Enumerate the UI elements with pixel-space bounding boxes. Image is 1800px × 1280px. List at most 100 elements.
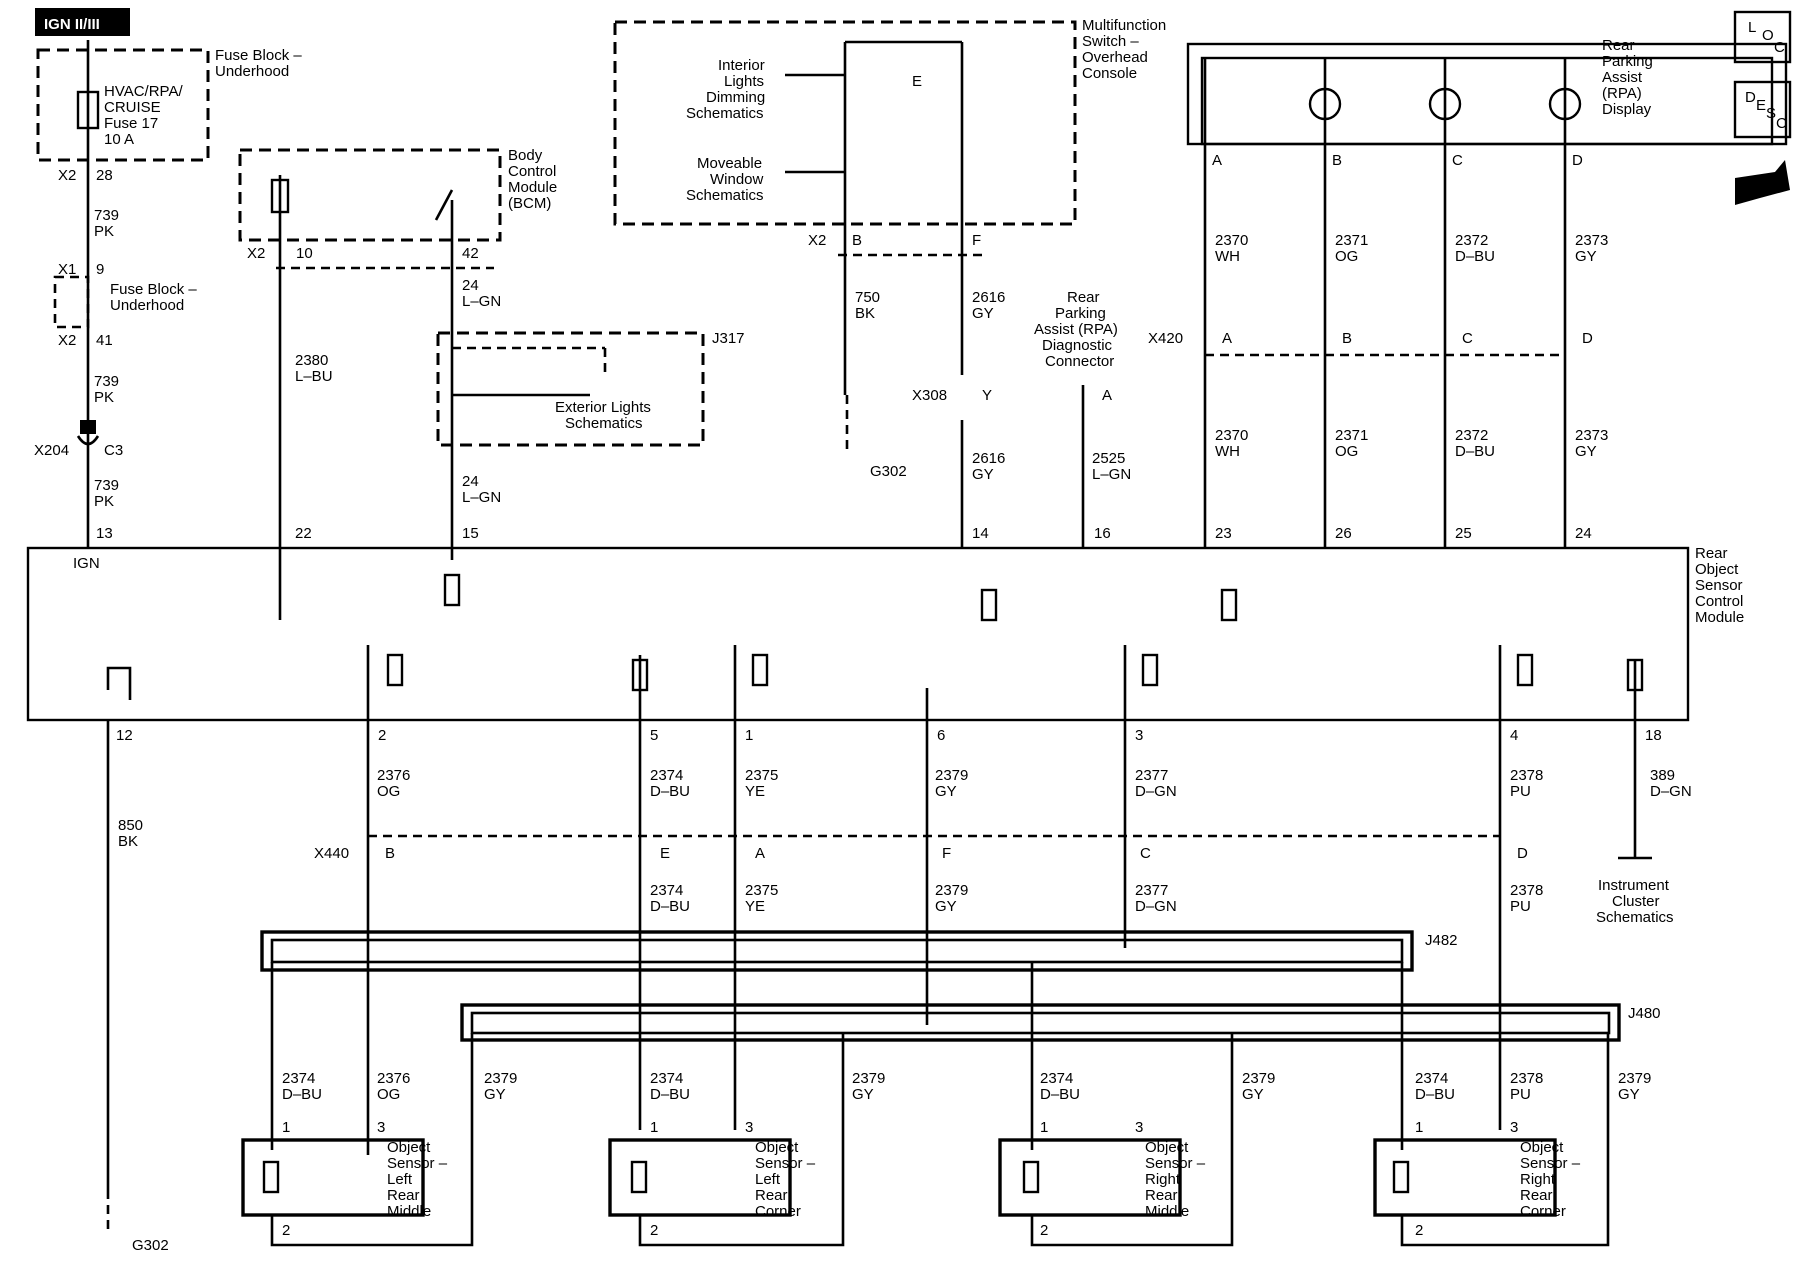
s2-color-gy: GY <box>852 1086 874 1103</box>
pin-24: 24 <box>1575 525 1592 542</box>
mfs-label-4: Console <box>1082 65 1137 82</box>
wire-color-lgn-b: L–GN <box>462 489 501 506</box>
module-resistor-5 <box>631 658 649 692</box>
bcm-switch <box>434 189 454 221</box>
wire-color-gy-2616a: GY <box>972 305 994 322</box>
pin-1: 1 <box>745 727 753 744</box>
pin-23: 23 <box>1215 525 1232 542</box>
mfs-label-3: Overhead <box>1082 49 1148 66</box>
window-1: Moveable <box>697 155 762 172</box>
fuse-block-label: Fuse Block – <box>215 47 302 64</box>
diag-3: Assist (RPA) <box>1034 321 1118 338</box>
wire-color-dgn-b: D–GN <box>1135 898 1177 915</box>
s2-color-dbu: D–BU <box>650 1086 690 1103</box>
wire-color-ye-a: YE <box>745 783 765 800</box>
instrument-1: Instrument <box>1598 877 1670 894</box>
desc-c: C <box>1776 115 1787 132</box>
s2-name-1: Object <box>755 1139 799 1156</box>
wire-label-2375-b: 2375 <box>745 882 778 899</box>
s4-color-gy: GY <box>1618 1086 1640 1103</box>
pin-26: 26 <box>1335 525 1352 542</box>
wire-label-24-a: 24 <box>462 277 479 294</box>
s4-name-4: Rear <box>1520 1187 1553 1204</box>
ground-12-internal <box>106 666 132 700</box>
bcm-label-3: Module <box>508 179 557 196</box>
sensor-resistor-1 <box>262 1160 280 1194</box>
pin-y: Y <box>982 387 992 404</box>
pin-b-mfs: B <box>852 232 862 249</box>
bcm-box <box>238 148 502 242</box>
s3-name-5: Middle <box>1145 1203 1189 1220</box>
wire-label-2375-a: 2375 <box>745 767 778 784</box>
wire-label-2372-a: 2372 <box>1455 232 1488 249</box>
wire-label-2616-b: 2616 <box>972 450 1005 467</box>
s2-wire-2374: 2374 <box>650 1070 683 1087</box>
desc-icon[interactable] <box>1733 80 1792 139</box>
s3-name-4: Rear <box>1145 1187 1178 1204</box>
led-d <box>1548 87 1582 121</box>
s2-pin-3: 3 <box>745 1119 753 1136</box>
s2-pin-1: 1 <box>650 1119 658 1136</box>
desc-d: D <box>1745 89 1756 106</box>
wire-label-2372-b: 2372 <box>1455 427 1488 444</box>
s3-name-2: Sensor – <box>1145 1155 1206 1172</box>
s1-wire-2374: 2374 <box>282 1070 315 1087</box>
wire-color-dgn-389: D–GN <box>1650 783 1692 800</box>
wire-label-2371-a: 2371 <box>1335 232 1368 249</box>
wire-color-bk-850: BK <box>118 833 138 850</box>
pin-a-diag: A <box>1102 387 1112 404</box>
s3-color-gy: GY <box>1242 1086 1264 1103</box>
loc-icon[interactable] <box>1733 10 1792 64</box>
pin-4: 4 <box>1510 727 1518 744</box>
wire-label-2525: 2525 <box>1092 450 1125 467</box>
object-sensor-right-rear-middle <box>998 1138 1182 1217</box>
interior-4: Schematics <box>686 105 764 122</box>
ign-badge <box>35 8 130 36</box>
fuse-block-underhood-small-box <box>53 275 90 329</box>
module-label-1: Rear <box>1695 545 1728 562</box>
pin-f-x440: F <box>942 845 951 862</box>
s4-wire-2379: 2379 <box>1618 1070 1651 1087</box>
mfs-label-1: Multifunction <box>1082 17 1166 34</box>
pin-b-x440: B <box>385 845 395 862</box>
pin-c-x420: C <box>1462 330 1473 347</box>
s3-wire-2379: 2379 <box>1242 1070 1275 1087</box>
s1-pin-1: 1 <box>282 1119 290 1136</box>
pin-25: 25 <box>1455 525 1472 542</box>
sensor-resistor-4 <box>1392 1160 1410 1194</box>
wire-label-2370-a: 2370 <box>1215 232 1248 249</box>
pin-28: 28 <box>96 167 113 184</box>
pin-e-x440: E <box>660 845 670 862</box>
pin-22: 22 <box>295 525 312 542</box>
wire-label-2377-b: 2377 <box>1135 882 1168 899</box>
module-label-5: Module <box>1695 609 1744 626</box>
pin-b-rpa: B <box>1332 152 1342 169</box>
fuse-block-label-b: Fuse Block – <box>110 281 197 298</box>
j480-splice-bar <box>460 1003 1621 1042</box>
pin-3: 3 <box>1135 727 1143 744</box>
x2-label-1: X2 <box>58 167 76 184</box>
wire-color-lbu: L–BU <box>295 368 333 385</box>
wire-color-dbu-2374a: D–BU <box>650 783 690 800</box>
module-resistor-4 <box>1516 653 1534 687</box>
sensor-lrc-2 <box>638 1033 845 1247</box>
x2-label-2: X2 <box>58 332 76 349</box>
pin-a-x420: A <box>1222 330 1232 347</box>
switch-e: E <box>912 73 922 90</box>
interior-1: Interior <box>718 57 765 74</box>
x2-mfs: X2 <box>808 232 826 249</box>
wire-label-750: 750 <box>855 289 880 306</box>
j317-label: J317 <box>712 330 745 347</box>
x204-label: X204 <box>34 442 69 459</box>
wire-label-2374-b: 2374 <box>650 882 683 899</box>
pin-5: 5 <box>650 727 658 744</box>
rear-object-sensor-module-box <box>26 546 1690 722</box>
pin-c-rpa: C <box>1452 152 1463 169</box>
tools-icon[interactable] <box>1735 160 1790 205</box>
wire-label-739-a: 739 <box>94 207 119 224</box>
module-resistor-23 <box>1220 588 1238 622</box>
pin-12: 12 <box>116 727 133 744</box>
interior-3: Dimming <box>706 89 765 106</box>
pin-16: 16 <box>1094 525 1111 542</box>
